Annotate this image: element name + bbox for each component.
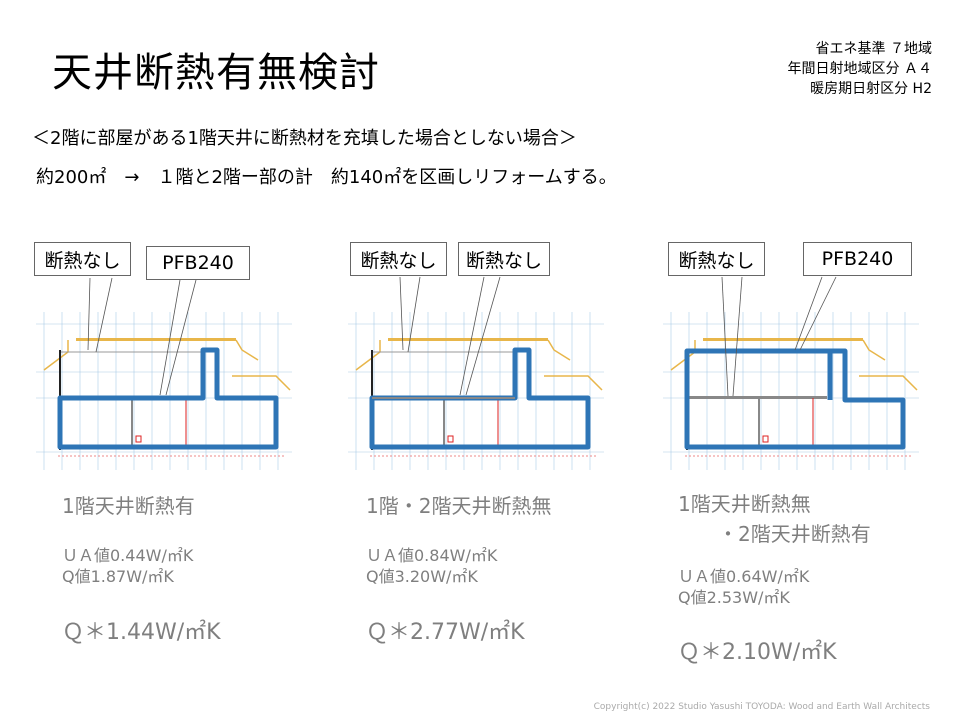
roof-eave: [859, 375, 918, 391]
case-caption: 1階天井断熱無: [678, 492, 811, 516]
q-star-value: Ｑ＊1.44W/㎡K: [62, 620, 221, 645]
roof-eave: [232, 375, 291, 391]
q-value: Q値2.53W/㎡K: [678, 588, 790, 607]
summary: 約200㎡ → １階と2階ー部の計 約140㎡を区画しリフォームする。: [36, 167, 617, 188]
ua-value: ＵＡ値0.64W/㎡K: [678, 567, 810, 586]
roof-eave: [235, 339, 259, 361]
case-caption: 1階天井断熱有: [62, 494, 195, 518]
case-caption: 1階・2階天井断熱無: [366, 494, 552, 518]
roof-eave: [670, 340, 696, 371]
q-value: Q値3.20W/㎡K: [366, 567, 478, 586]
red-box: [762, 435, 769, 443]
callout-line: [87, 277, 91, 351]
copyright: Copyright(c) 2022 Studio Yasushi TOYODA:…: [593, 702, 930, 712]
q-star-value: Ｑ＊2.77W/㎡K: [366, 620, 525, 645]
roof-eave: [43, 340, 69, 371]
callout-line: [465, 276, 501, 396]
callout-label: PFB240: [146, 246, 250, 280]
roof-eave: [355, 340, 381, 371]
roof: [703, 338, 863, 341]
page-title: 天井断熱有無検討: [52, 50, 380, 96]
callout-line: [165, 279, 197, 396]
insulation-outline: [57, 347, 279, 450]
insulation-outline: [369, 347, 591, 450]
climate-zone: 省エネ基準 ７地域: [815, 41, 932, 57]
q-star-value: Ｑ＊2.10W/㎡K: [678, 640, 837, 665]
red-box: [447, 435, 454, 443]
callout-line: [459, 276, 485, 396]
callout-line: [794, 276, 823, 351]
roof-eave: [544, 375, 603, 391]
roof: [76, 338, 236, 341]
subtitle: ＜2階に部屋がある1階天井に断熱材を充填した場合としない場合＞: [32, 128, 577, 149]
roof: [388, 338, 548, 341]
case-caption-2: ・2階天井断熱有: [718, 522, 871, 546]
roof-eave: [862, 339, 886, 361]
q-value: Q値1.87W/㎡K: [62, 567, 174, 586]
callout-line: [799, 276, 837, 351]
callout-label: PFB240: [803, 242, 912, 276]
roof-eave: [547, 339, 571, 361]
ua-value: ＵＡ値0.44W/㎡K: [62, 546, 194, 565]
callout-line: [407, 276, 421, 353]
callout-line: [159, 279, 181, 396]
solar-region: 年間日射地域区分 Ａ４: [787, 61, 932, 77]
heating-solar-class: 暖房期日射区分 H2: [810, 81, 932, 97]
ua-value: ＵＡ値0.84W/㎡K: [366, 546, 498, 565]
insulation-outline: [684, 348, 906, 450]
callout-line: [721, 276, 729, 397]
callout-label: 断熱なし: [350, 242, 447, 276]
callout-line: [732, 276, 743, 397]
callout-line: [95, 277, 113, 353]
floor-slab: [687, 396, 827, 399]
callout-label: 断熱なし: [34, 242, 131, 276]
red-box: [135, 435, 142, 443]
callout-label: 断熱なし: [668, 242, 765, 276]
callout-label: 断熱なし: [458, 242, 550, 276]
callout-line: [399, 276, 404, 351]
